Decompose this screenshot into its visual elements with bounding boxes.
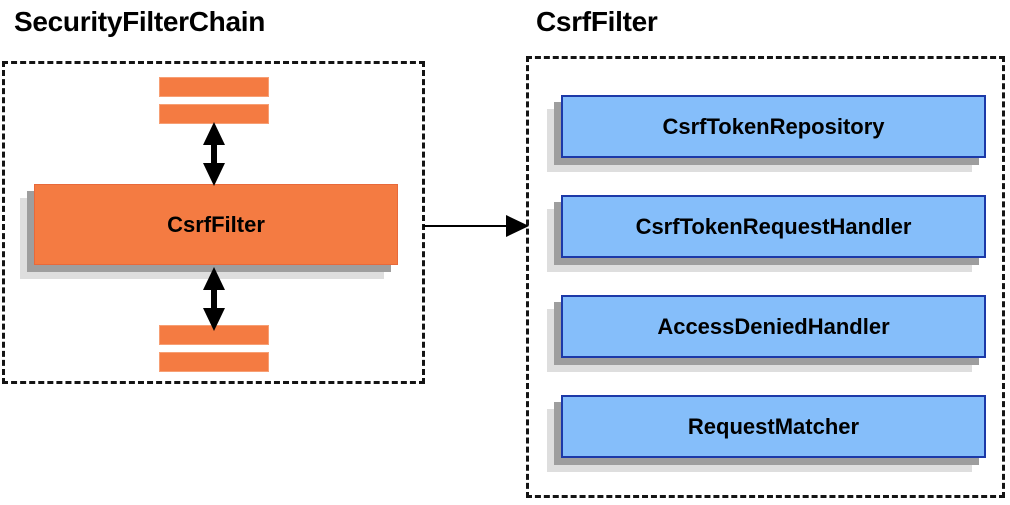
node-csrf-filter[interactable]: CsrfFilter (20, 184, 398, 279)
node-csrf-token-repository[interactable]: CsrfTokenRepository (547, 95, 986, 172)
node-access-denied-handler-label: AccessDeniedHandler (561, 295, 986, 358)
arrow-connector (423, 215, 529, 237)
security-filter-chain-container (2, 61, 425, 384)
right-panel-title: CsrfFilter (536, 6, 658, 37)
csrf-filter-container (526, 56, 1005, 498)
node-csrf-token-repository-label: CsrfTokenRepository (561, 95, 986, 158)
node-csrf-filter-label: CsrfFilter (34, 184, 398, 265)
node-request-matcher-label: RequestMatcher (561, 395, 986, 458)
node-csrf-token-request-handler-label: CsrfTokenRequestHandler (561, 195, 986, 258)
filter-strip-bottom-1 (159, 325, 269, 345)
filter-strip-bottom-2 (159, 352, 269, 372)
left-panel-title: SecurityFilterChain (14, 6, 266, 37)
node-access-denied-handler[interactable]: AccessDeniedHandler (547, 295, 986, 372)
node-request-matcher[interactable]: RequestMatcher (547, 395, 986, 472)
filter-strip-top-1 (159, 77, 269, 97)
filter-strip-top-2 (159, 104, 269, 124)
node-csrf-token-request-handler[interactable]: CsrfTokenRequestHandler (547, 195, 986, 272)
